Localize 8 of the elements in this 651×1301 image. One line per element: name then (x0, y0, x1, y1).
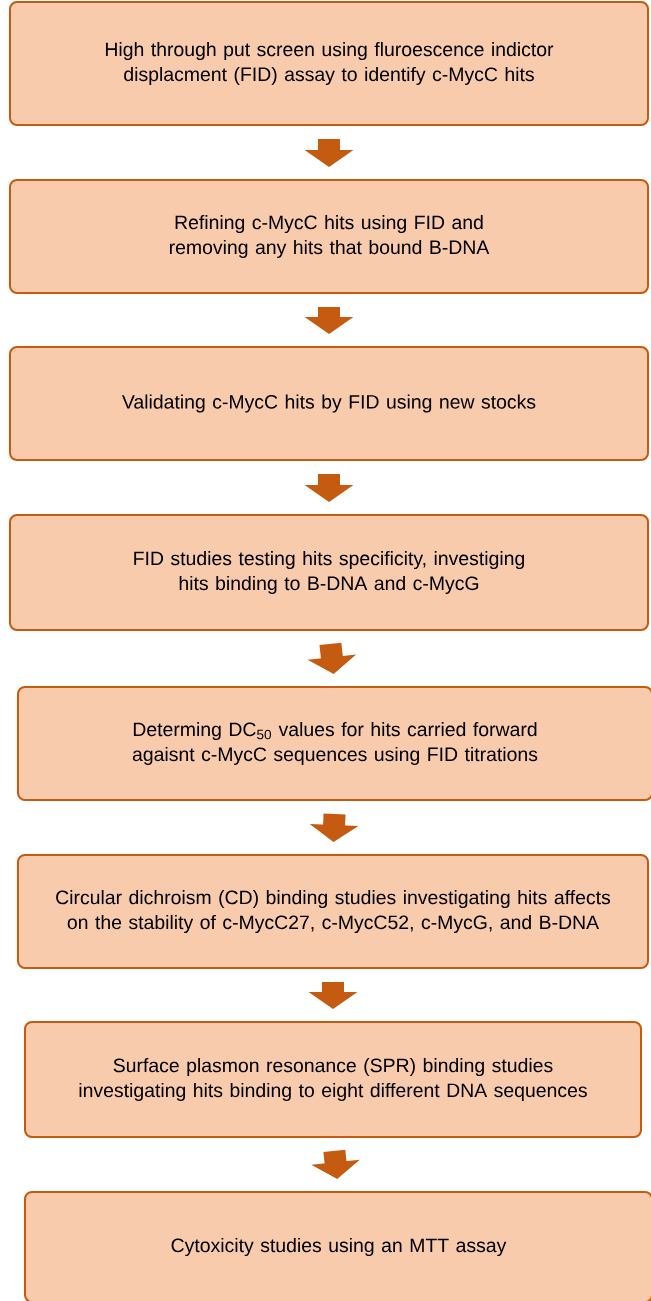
process-box: Validating c-MycC hits by FID using new stocks (9, 346, 649, 461)
process-box: Surface plasmon resonance (SPR) binding studies investigating hits binding to eight different DNA sequences (24, 1021, 642, 1138)
process-box: Determing DC$_{50}$ values for hits carried forward agaisnt c-MycC sequences using FID titrations (17, 686, 651, 801)
process-box: High through put screen using fluroescence indictor displacment (FID) assay to identify c-MycC hits (9, 1, 649, 126)
process-box: Refining c-MycC hits using FID and removing any hits that bound B-DNA (9, 179, 649, 294)
process-box: FID studies testing hits specificity, investiging hits binding to B-DNA and c-MycG (9, 514, 649, 631)
process-box: Circular dichroism (CD) binding studies investigating hits affects on the stability of c-MycC27, c-MycC52, c-MycG, and B-DNA (17, 854, 649, 969)
process-box: Cytoxicity studies using an MTT assay (24, 1191, 651, 1301)
